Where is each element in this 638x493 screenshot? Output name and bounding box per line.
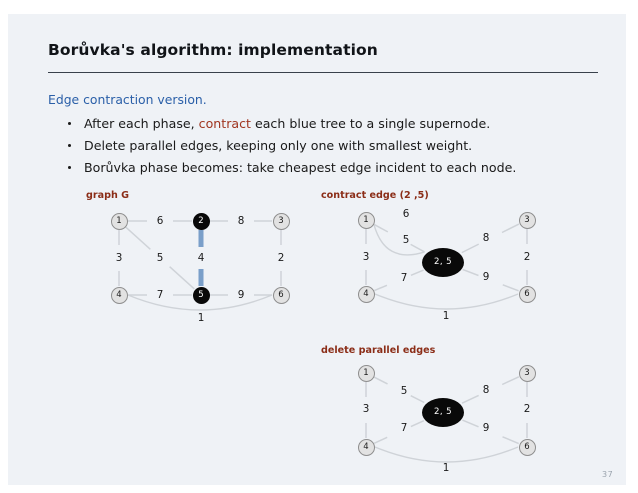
graph-edge (501, 223, 520, 234)
bullet-dot-icon (68, 144, 71, 147)
bullet-text-pre: After each phase, (84, 116, 199, 131)
graph-node-2-5: 2, 5 (422, 247, 464, 277)
graph-edge (373, 436, 388, 444)
figure-caption-graph-g: graph G (86, 190, 129, 201)
graph-edge (374, 293, 519, 310)
figure-caption-delete-parallel: delete parallel edges (321, 345, 436, 356)
title-divider (48, 72, 598, 73)
edge-weight-label: 7 (400, 422, 408, 434)
bullet-text-post: each blue tree to a single supernode. (250, 116, 491, 131)
bullet-text-pre: Delete parallel edges, keeping only one … (84, 138, 473, 153)
edge-weight-label: 9 (482, 422, 490, 434)
graph-edge (501, 376, 520, 386)
graph-node-1: 1 (357, 211, 375, 229)
edge-weight-label: 6 (156, 215, 164, 227)
edge-weight-label: 7 (156, 289, 164, 301)
edge-weight-label: 2 (523, 403, 531, 415)
edge-weight-label: 9 (482, 271, 490, 283)
edge-weight-label: 7 (400, 272, 408, 284)
graph-node-3: 3 (518, 211, 536, 229)
bullet-dot-icon (68, 122, 71, 125)
list-item: After each phase, contract each blue tre… (66, 113, 606, 135)
graph-node-6: 6 (518, 438, 536, 456)
edge-weight-label: 1 (442, 462, 450, 474)
graph-edge (374, 446, 519, 463)
slide-canvas: Borůvka's algorithm: implementation Edge… (8, 14, 626, 485)
graph-edge (169, 266, 195, 290)
graph-node-2: 2 (192, 212, 210, 230)
edge-weight-label: 1 (442, 310, 450, 322)
bullet-list: After each phase, contract each blue tre… (66, 113, 606, 179)
graph-edge (410, 394, 425, 404)
bullet-text-pre: Borůvka phase becomes: take cheapest edg… (84, 160, 517, 175)
edge-weight-label: 8 (237, 215, 245, 227)
page-title: Borůvka's algorithm: implementation (48, 41, 378, 59)
graph-node-5: 5 (192, 286, 210, 304)
section-subheading: Edge contraction version. (48, 92, 207, 107)
graph-node-4: 4 (357, 438, 375, 456)
graph-edge (461, 243, 480, 254)
graph-edge (461, 394, 479, 404)
graph-node-4: 4 (110, 286, 128, 304)
graph-node-1: 1 (110, 212, 128, 230)
edge-weight-label: 8 (482, 232, 490, 244)
graph-edge (410, 243, 425, 253)
graph-node-6: 6 (272, 286, 290, 304)
edge-weight-label: 3 (362, 403, 370, 415)
list-item: Delete parallel edges, keeping only one … (66, 135, 606, 157)
edge-weight-label: 5 (156, 252, 164, 264)
graph-node-2-5: 2, 5 (422, 397, 464, 427)
graph-node-1: 1 (357, 364, 375, 382)
graph-edge (373, 223, 389, 233)
edge-weight-label: 8 (482, 384, 490, 396)
graph-node-4: 4 (357, 285, 375, 303)
graph-edges-layer (118, 220, 528, 463)
graph-node-3: 3 (272, 212, 290, 230)
graph-edge (373, 224, 425, 256)
graph-edge (374, 284, 388, 292)
edge-weight-label: 2 (523, 251, 531, 263)
graph-edge (462, 268, 479, 277)
edge-weight-label: 1 (197, 312, 205, 324)
graph-edge (127, 294, 273, 311)
graph-edge (125, 226, 151, 250)
edge-weight-label: 5 (402, 234, 410, 246)
edge-weight-label: 9 (237, 289, 245, 301)
bullet-dot-icon (68, 166, 71, 169)
edge-weight-label: 5 (400, 385, 408, 397)
figure-caption-contract-edge: contract edge (2 ,5) (321, 190, 429, 201)
graph-edge (502, 436, 519, 445)
graph-edge (462, 419, 479, 428)
edge-weight-label: 3 (362, 251, 370, 263)
edge-weight-label: 4 (197, 252, 205, 264)
graph-edge (410, 269, 424, 277)
graph-edge (373, 376, 388, 385)
bullet-highlight: contract (198, 116, 251, 131)
list-item: Borůvka phase becomes: take cheapest edg… (66, 157, 606, 179)
graph-edge (410, 420, 425, 428)
graph-node-6: 6 (518, 285, 536, 303)
edge-weight-label: 3 (115, 252, 123, 264)
graph-node-3: 3 (518, 364, 536, 382)
edge-weight-label: 2 (277, 252, 285, 264)
page-number: 37 (602, 470, 614, 479)
graph-edge (502, 284, 519, 292)
edge-weight-label: 6 (402, 208, 410, 220)
